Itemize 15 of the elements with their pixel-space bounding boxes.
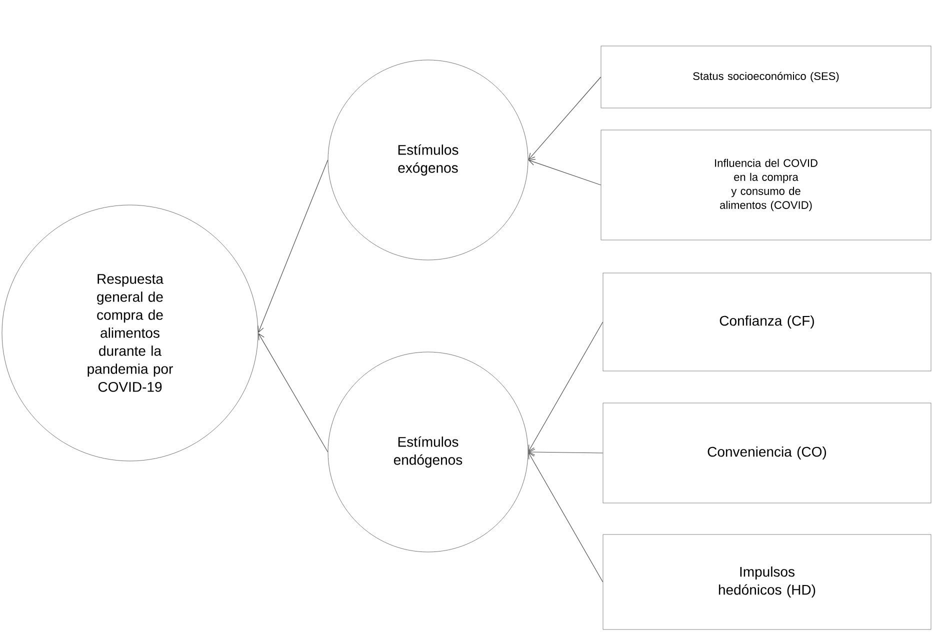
arrow (258, 160, 328, 333)
factor-box: Status socioeconómico (SES) (600, 46, 932, 108)
arrow (528, 452, 604, 582)
arrow (528, 322, 604, 452)
arrow (258, 333, 328, 452)
factor-box: Impulsos hedónicos (HD) (602, 534, 932, 630)
factor-box: Confianza (CF) (602, 272, 932, 372)
factor-box: Influencia del COVID en la compra y consumo de alimentos (COVID) (600, 130, 932, 240)
factor-box: Conveniencia (CO) (602, 402, 932, 504)
arrow (528, 448, 604, 456)
circle-node: Estímulos exógenos (328, 60, 528, 260)
arrow (528, 76, 602, 160)
arrow (528, 159, 602, 186)
circle-node: Estímulos endógenos (328, 352, 528, 552)
circle-node: Respuesta general de compra de alimentos durante la pandemia por COVID-19 (2, 204, 258, 462)
